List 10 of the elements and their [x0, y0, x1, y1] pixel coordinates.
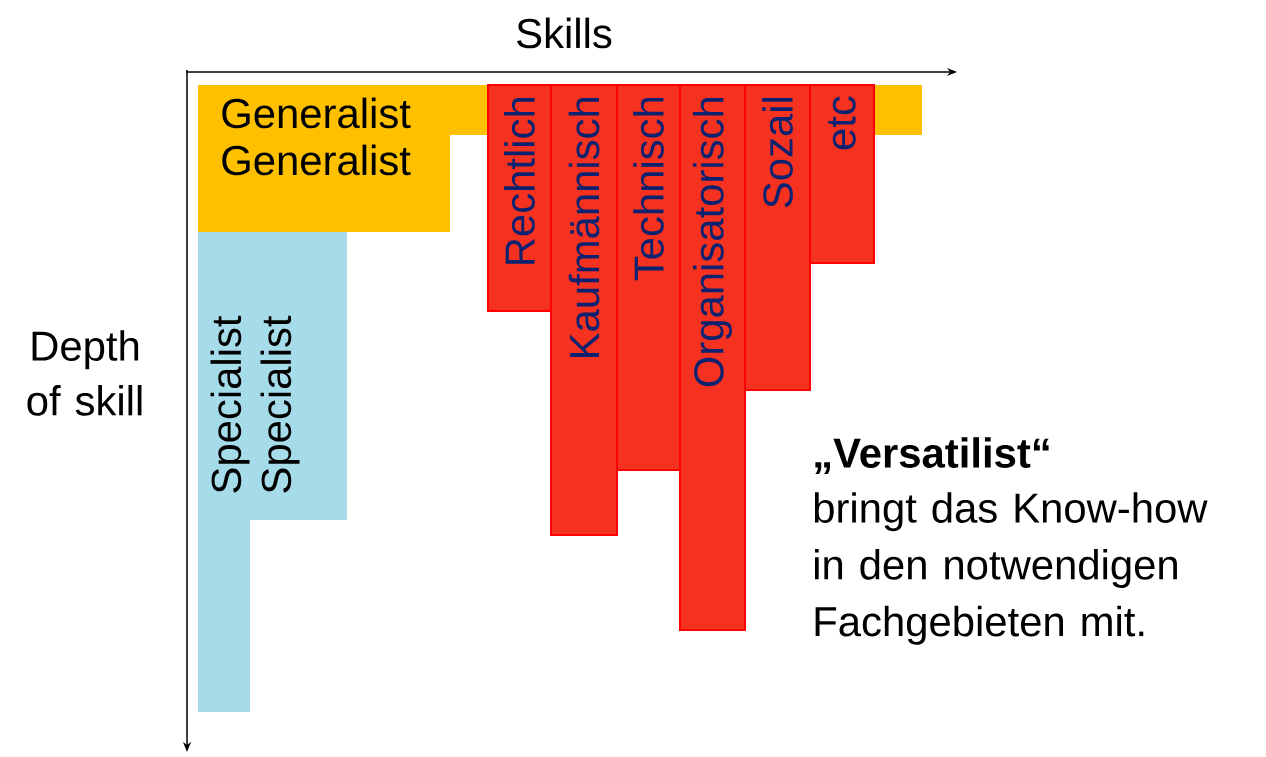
axis-label: Skills: [517, 17, 612, 49]
skill-bar: Sozail: [744, 84, 811, 391]
skill-bar: Rechtlich: [487, 84, 552, 312]
body-text: bringt das Know-how in den notwendigen Fachgebieten mit.: [814, 492, 1208, 645]
specialist-band: Specialist Specialist: [198, 232, 347, 712]
heading-text: „Versatilist“: [815, 437, 1049, 474]
skill-bar: etc: [809, 84, 875, 264]
axis-label: Depth of skill: [27, 330, 142, 416]
skill-bar: Organisatorisch: [679, 84, 746, 631]
skill-bar: Technisch: [616, 84, 681, 471]
